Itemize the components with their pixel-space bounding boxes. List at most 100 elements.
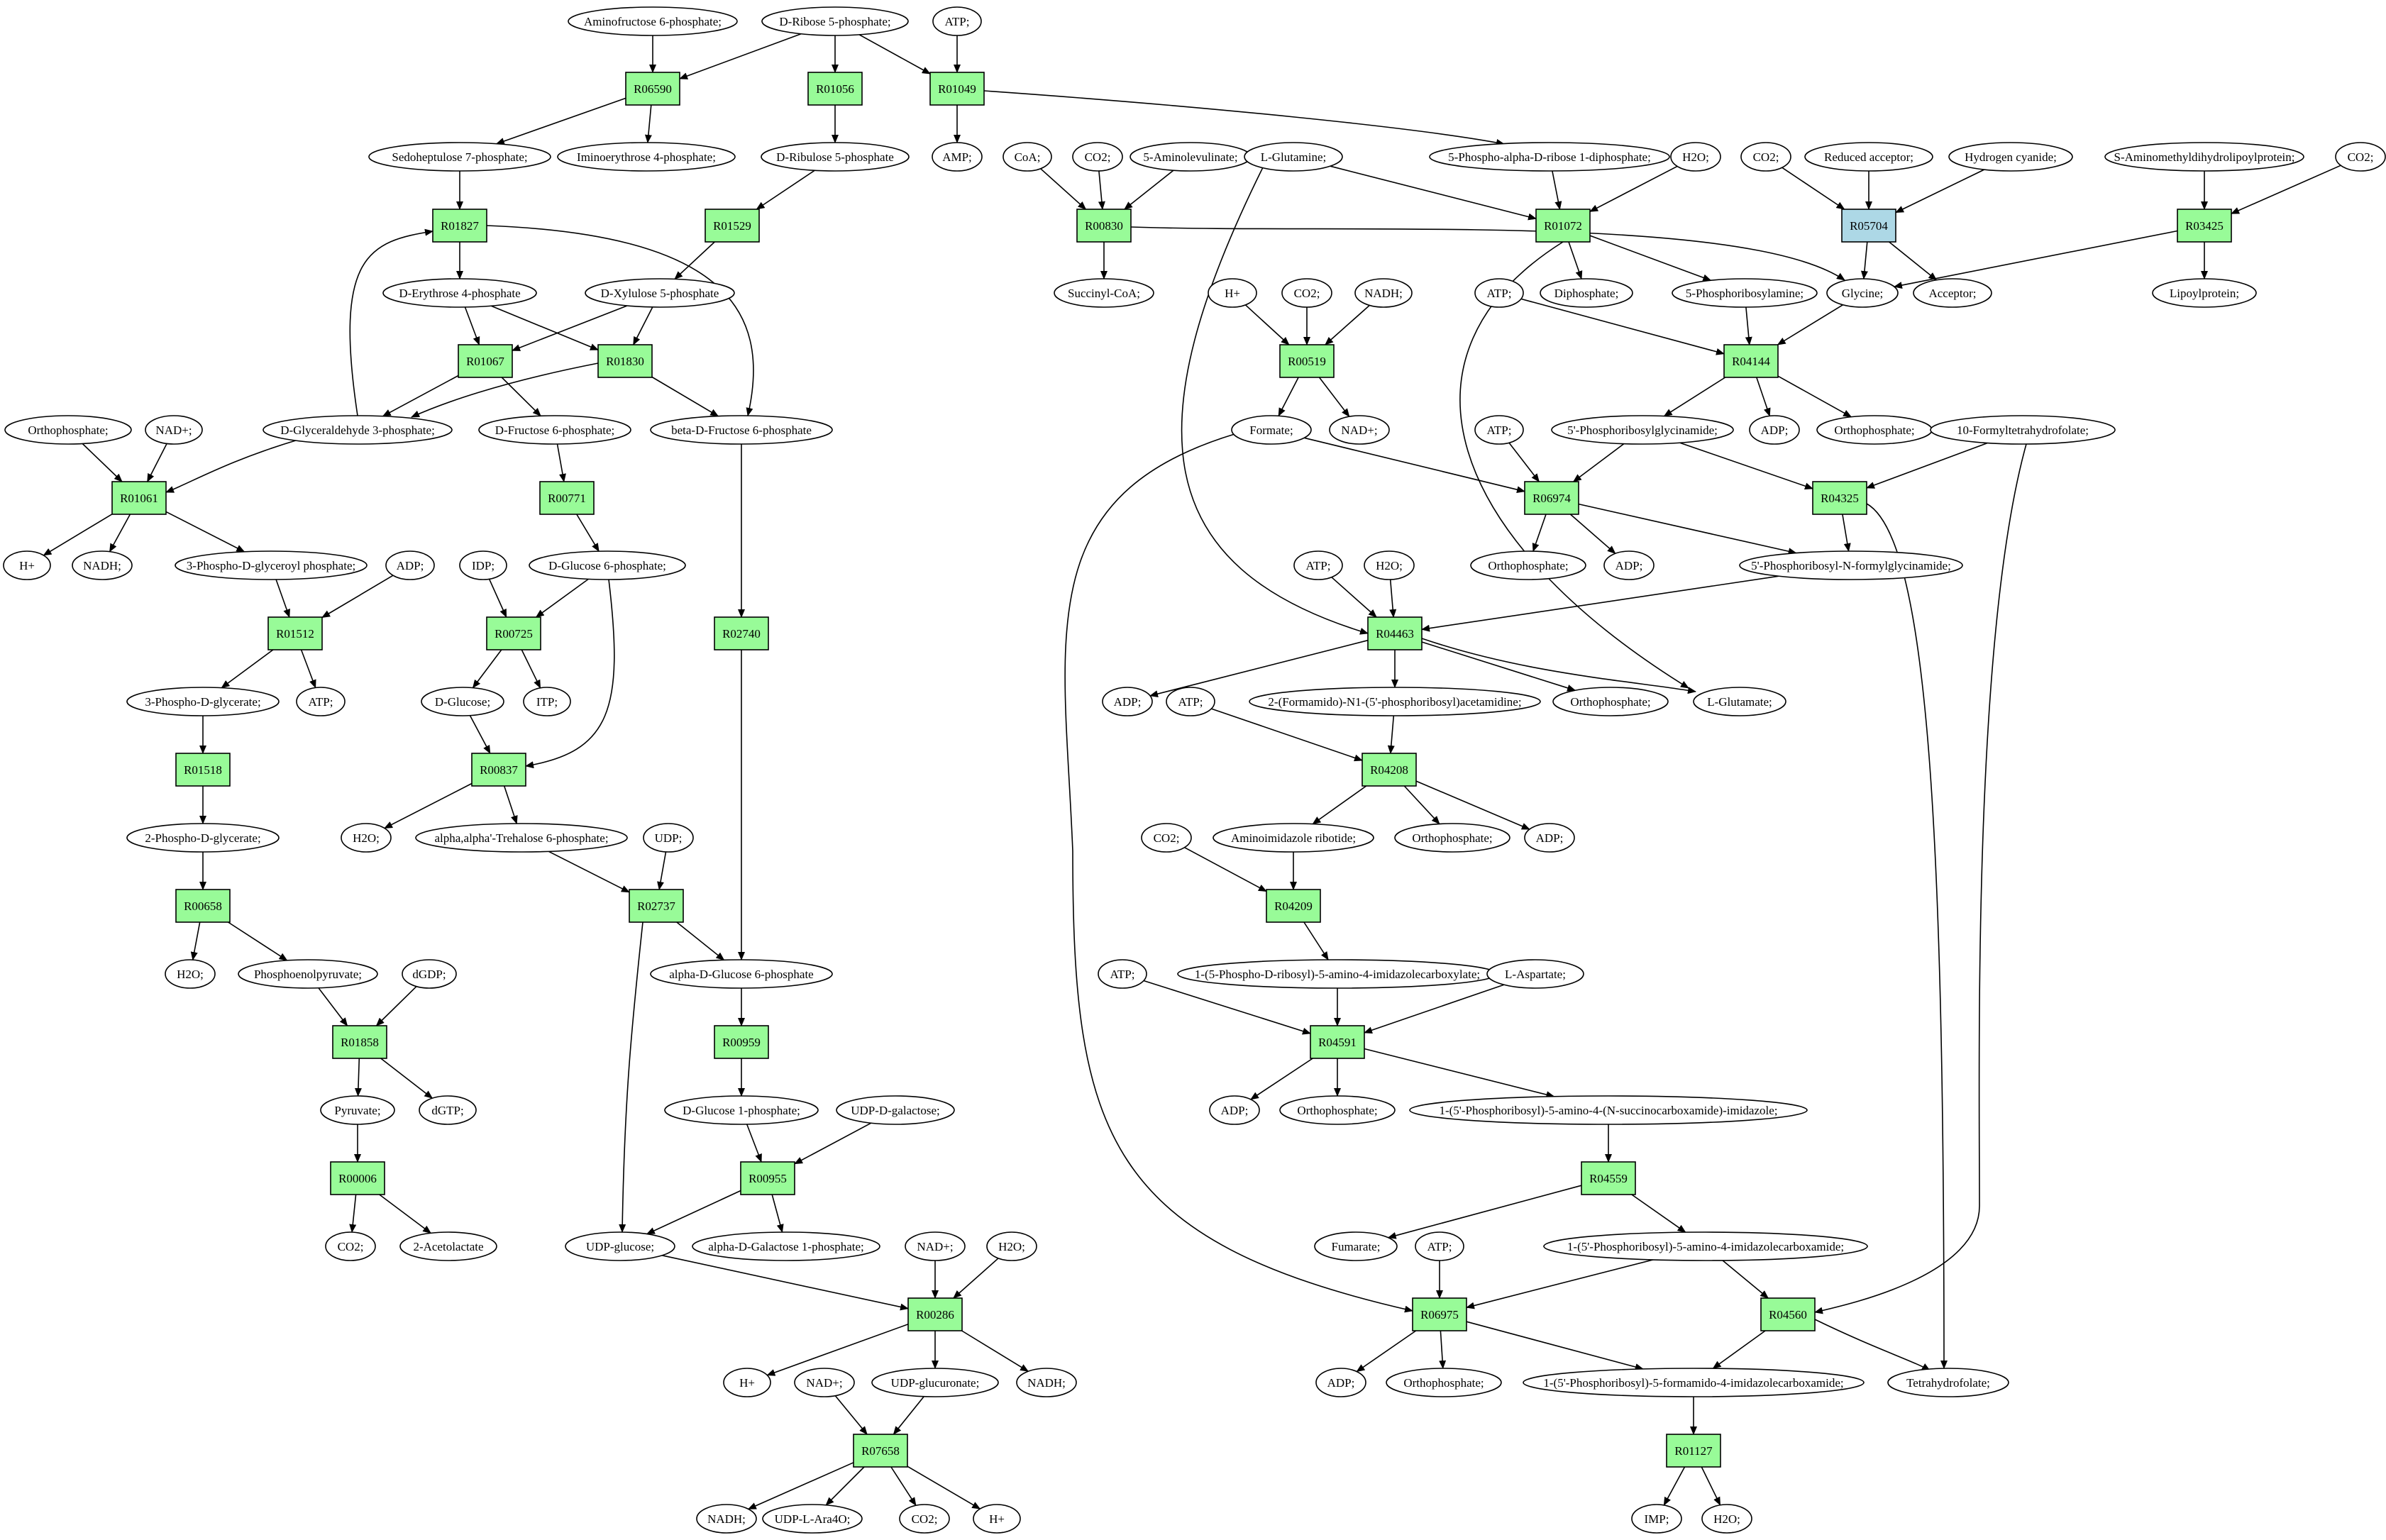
metabolite-node-m_pep[interactable]: Phosphoenolpyruvate; [238, 959, 378, 989]
reaction-node-r_R01529[interactable]: R01529 [705, 209, 760, 243]
metabolite-node-m_coa[interactable]: CoA; [1003, 142, 1052, 172]
reaction-node-r_R00955[interactable]: R00955 [740, 1161, 795, 1195]
metabolite-node-m_nadh_3[interactable]: NADH; [1016, 1368, 1077, 1397]
metabolite-node-m_ribulose5p[interactable]: D-Ribulose 5-phosphate [761, 142, 910, 172]
reaction-node-r_R04560[interactable]: R04560 [1760, 1297, 1816, 1331]
reaction-node-r_R04559[interactable]: R04559 [1581, 1161, 1636, 1195]
metabolite-node-m_orthophosphate_4[interactable]: Orthophosphate; [1552, 687, 1669, 716]
metabolite-node-m_betafructose6p[interactable]: beta-D-Fructose 6-phosphate [650, 415, 833, 445]
metabolite-node-m_cair[interactable]: 1-(5-Phospho-D-ribosyl)-5-amino-4-imidaz… [1177, 959, 1498, 989]
metabolite-node-m_adp_7[interactable]: ADP; [1315, 1368, 1366, 1397]
reaction-node-r_R02737[interactable]: R02737 [629, 889, 684, 923]
reaction-node-r_R00725[interactable]: R00725 [486, 616, 541, 650]
metabolite-node-m_h2o_6[interactable]: H2O; [1701, 1504, 1752, 1534]
metabolite-node-m_nadh_2[interactable]: NADH; [72, 550, 133, 580]
metabolite-node-m_hplus_2[interactable]: H+ [3, 550, 51, 580]
metabolite-node-m_phosphoribosylamine[interactable]: 5-Phosphoribosylamine; [1672, 278, 1818, 308]
metabolite-node-m_amp[interactable]: AMP; [932, 142, 983, 172]
metabolite-node-m_hplus_1[interactable]: H+ [1208, 278, 1257, 308]
metabolite-node-m_adp_4[interactable]: ADP; [1102, 687, 1153, 716]
metabolite-node-m_dgtp[interactable]: dGTP; [419, 1095, 477, 1125]
metabolite-node-m_adp_1[interactable]: ADP; [1749, 415, 1800, 445]
metabolite-node-m_nadh_1[interactable]: NADH; [1354, 278, 1413, 308]
reaction-node-r_R01056[interactable]: R01056 [807, 72, 863, 106]
reaction-node-r_R01127[interactable]: R01127 [1666, 1434, 1721, 1468]
metabolite-node-m_alphaglucose6p[interactable]: alpha-D-Glucose 6-phosphate [650, 959, 833, 989]
metabolite-node-m_acceptor[interactable]: Acceptor; [1913, 278, 1992, 308]
reaction-node-r_R01518[interactable]: R01518 [175, 753, 231, 787]
metabolite-node-m_udp[interactable]: UDP; [643, 823, 694, 853]
reaction-node-r_R03425[interactable]: R03425 [2177, 209, 2232, 243]
reaction-node-r_R06590[interactable]: R06590 [625, 72, 680, 106]
reaction-node-r_R06974[interactable]: R06974 [1524, 481, 1579, 515]
metabolite-node-m_h2o_5[interactable]: H2O; [986, 1231, 1037, 1261]
metabolite-node-m_formate[interactable]: Formate; [1231, 415, 1312, 445]
metabolite-node-m_h2o_2[interactable]: H2O; [1364, 550, 1415, 580]
metabolite-node-m_atp_6[interactable]: ATP; [1166, 687, 1215, 716]
metabolite-node-m_co2_6[interactable]: CO2; [325, 1231, 376, 1261]
metabolite-node-m_nadplus_4[interactable]: NAD+; [794, 1368, 855, 1397]
metabolite-node-m_co2_5[interactable]: CO2; [1141, 823, 1192, 853]
reaction-node-r_R01049[interactable]: R01049 [929, 72, 985, 106]
reaction-node-r_R02740[interactable]: R02740 [714, 616, 769, 650]
metabolite-node-m_hplus_4[interactable]: H+ [973, 1504, 1021, 1534]
metabolite-node-m_dglucose[interactable]: D-Glucose; [421, 687, 504, 716]
reaction-node-r_R00959[interactable]: R00959 [714, 1025, 769, 1059]
metabolite-node-m_ribose5p[interactable]: D-Ribose 5-phosphate; [761, 6, 909, 36]
metabolite-node-m_co2_7[interactable]: CO2; [899, 1504, 950, 1534]
metabolite-node-m_co2_4[interactable]: CO2; [1281, 278, 1332, 308]
metabolite-node-m_idp[interactable]: IDP; [459, 550, 507, 580]
metabolite-node-m_adp_2[interactable]: ADP; [385, 550, 435, 580]
metabolite-node-m_reducedacceptor[interactable]: Reduced acceptor; [1804, 142, 1933, 172]
metabolite-node-m_atp_7[interactable]: ATP; [1098, 959, 1147, 989]
metabolite-node-m_nadplus_1[interactable]: NAD+; [145, 415, 203, 445]
reaction-node-r_R00830[interactable]: R00830 [1076, 209, 1132, 243]
metabolite-node-m_dgdp[interactable]: dGDP; [402, 959, 457, 989]
metabolite-node-m_atp_8[interactable]: ATP; [1415, 1231, 1464, 1261]
reaction-node-r_R05704[interactable]: R05704 [1841, 209, 1896, 243]
reaction-node-r_R04463[interactable]: R04463 [1367, 616, 1423, 650]
metabolite-node-m_nadplus_3[interactable]: NAD+; [905, 1231, 966, 1261]
reaction-node-r_R01512[interactable]: R01512 [267, 616, 323, 650]
metabolite-node-m_aminofructose6p[interactable]: Aminofructose 6-phosphate; [568, 6, 738, 36]
metabolite-node-m_acetolactate[interactable]: 2-Acetolactate [399, 1231, 497, 1261]
metabolite-node-m_atp_4[interactable]: ATP; [1293, 550, 1343, 580]
metabolite-node-m_adp_3[interactable]: ADP; [1603, 550, 1655, 580]
metabolite-node-m_orthophosphate_7[interactable]: Orthophosphate; [1386, 1368, 1502, 1397]
metabolite-node-m_nadh_4[interactable]: NADH; [696, 1504, 757, 1534]
metabolite-node-m_fgar[interactable]: 5'-Phosphoribosyl-N-formylglycinamide; [1739, 550, 1963, 580]
metabolite-node-m_aicar[interactable]: 1-(5'-Phosphoribosyl)-5-amino-4-imidazol… [1543, 1231, 1868, 1261]
reaction-node-r_R01858[interactable]: R01858 [332, 1025, 387, 1059]
reaction-node-r_R00006[interactable]: R00006 [330, 1161, 385, 1195]
metabolite-node-m_atp_3[interactable]: ATP; [1474, 415, 1524, 445]
reaction-node-r_R04591[interactable]: R04591 [1310, 1025, 1365, 1059]
metabolite-node-m_h2o_1[interactable]: H2O; [1670, 142, 1721, 172]
reaction-node-r_R06975[interactable]: R06975 [1412, 1297, 1467, 1331]
metabolite-node-m_adp_5[interactable]: ADP; [1524, 823, 1575, 853]
metabolite-node-m_orthophosphate_5[interactable]: Orthophosphate; [1394, 823, 1510, 853]
reaction-node-r_R01827[interactable]: R01827 [432, 209, 487, 243]
metabolite-node-m_trehalose6p[interactable]: alpha,alpha'-Trehalose 6-phosphate; [415, 823, 628, 853]
metabolite-node-m_imp[interactable]: IMP; [1631, 1504, 1682, 1534]
metabolite-node-m_fructose6p[interactable]: D-Fructose 6-phosphate; [478, 415, 631, 445]
metabolite-node-m_co2_2[interactable]: CO2; [1740, 142, 1791, 172]
metabolite-node-m_atp_2[interactable]: ATP; [1474, 278, 1524, 308]
metabolite-node-m_saicar[interactable]: 1-(5'-Phosphoribosyl)-5-amino-4-(N-succi… [1409, 1095, 1808, 1125]
metabolite-node-m_xylulose5p[interactable]: D-Xylulose 5-phosphate [585, 278, 735, 308]
metabolite-node-m_h2o_4[interactable]: H2O; [165, 959, 216, 989]
metabolite-node-m_prpp[interactable]: 5-Phospho-alpha-D-ribose 1-diphosphate; [1429, 142, 1670, 172]
metabolite-node-m_galactose1p[interactable]: alpha-D-Galactose 1-phosphate; [692, 1231, 880, 1261]
metabolite-node-m_iminoerythrose4p[interactable]: Iminoerythrose 4-phosphate; [557, 142, 736, 172]
reaction-node-r_R00658[interactable]: R00658 [175, 889, 231, 923]
metabolite-node-m_glucose1p[interactable]: D-Glucose 1-phosphate; [664, 1095, 819, 1125]
metabolite-node-m_adp_6[interactable]: ADP; [1209, 1095, 1260, 1125]
metabolite-node-m_atp_1[interactable]: ATP; [932, 6, 982, 36]
metabolite-node-m_2phosphoglycerate[interactable]: 2-Phospho-D-glycerate; [126, 823, 280, 853]
metabolite-node-m_fumarate[interactable]: Fumarate; [1314, 1231, 1398, 1261]
metabolite-node-m_thf[interactable]: Tetrahydrofolate; [1887, 1368, 2009, 1397]
metabolite-node-m_orthophosphate_1[interactable]: Orthophosphate; [4, 415, 132, 445]
metabolite-node-m_co2_3[interactable]: CO2; [2335, 142, 2386, 172]
metabolite-node-m_glyceraldehyde3p[interactable]: D-Glyceraldehyde 3-phosphate; [263, 415, 453, 445]
reaction-node-r_R01061[interactable]: R01061 [111, 481, 167, 515]
metabolite-node-m_lipoylprotein[interactable]: Lipoylprotein; [2152, 278, 2257, 308]
